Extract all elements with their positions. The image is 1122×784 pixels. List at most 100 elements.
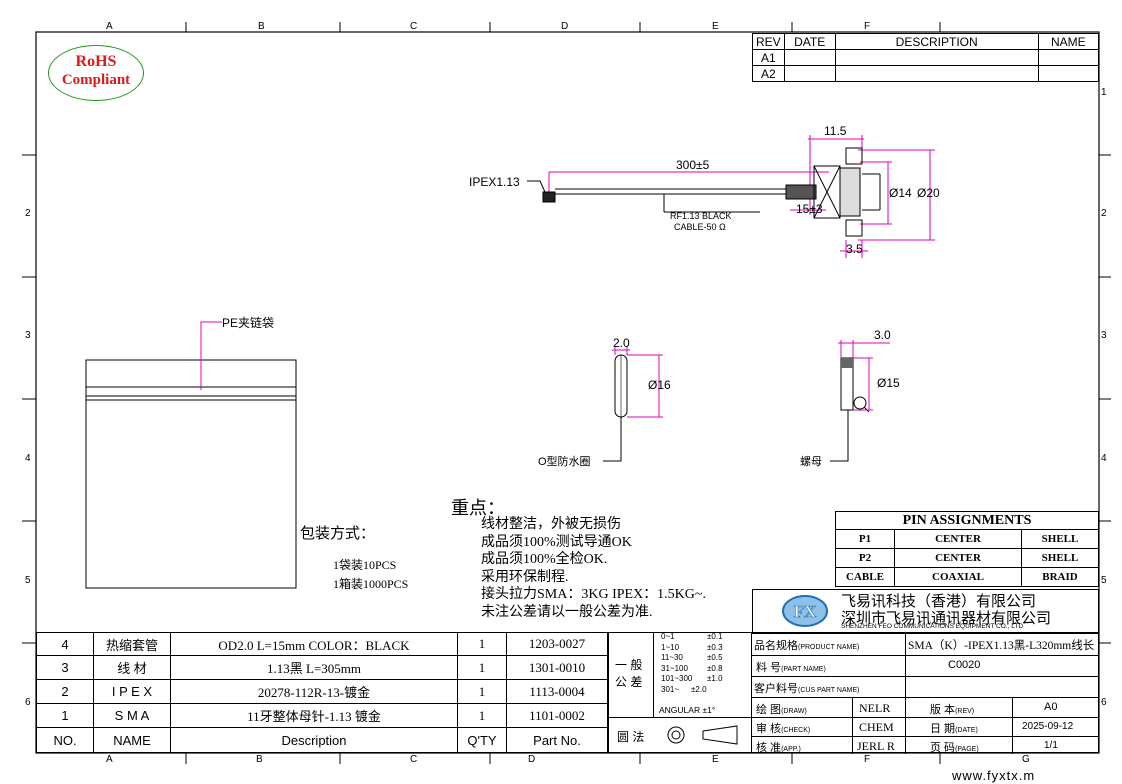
bom-cell-qty: 1: [457, 679, 507, 704]
bom-header-partno: Part No.: [506, 727, 608, 753]
packaging-line2: 1箱装1000PCS: [333, 577, 409, 591]
pin-cable-coaxial: COAXIAL: [894, 567, 1022, 587]
tol-value: ±1.0: [707, 674, 723, 683]
zone-top-e: E: [712, 21, 719, 32]
bom-header-qty: Q'TY: [457, 727, 507, 753]
bom-cell-partno: 1203-0027: [506, 632, 608, 656]
tol-range: 11~30: [661, 653, 683, 662]
bom-header-description: Description: [170, 727, 458, 753]
pin-p2-center: CENTER: [894, 548, 1022, 568]
projection-symbol-icon: [667, 725, 738, 745]
svg-text:FX: FX: [794, 602, 817, 621]
cable-label-1: RF1.13 BLACK: [670, 211, 732, 221]
zone-bottom-b: B: [256, 754, 263, 765]
rev-header-name: NAME: [1037, 33, 1100, 50]
rev-row-a2: A2: [752, 65, 785, 82]
zone-right-1: 1: [1101, 87, 1107, 98]
tolerance-label: 一 般 公 差: [615, 658, 643, 689]
tol-value: ±0.3: [707, 642, 723, 652]
tolerance-rows: 0~1±0.1 1~10±0.3 11~30±0.5 31~100±0.8 10…: [661, 632, 723, 695]
note-line: 接头拉力SMA：3KG IPEX：1.5KG~.: [481, 587, 706, 602]
bom-cell-qty: 1: [457, 632, 507, 656]
tolerance-block: 一 般 公 差 0~1±0.1 1~10±0.3 11~30±0.5 31~10…: [608, 632, 753, 753]
approve-label: 核 准(APP.): [756, 742, 801, 754]
pe-bag-label: PE夹链袋: [222, 316, 275, 330]
tol-range: 101~300: [661, 674, 693, 683]
company-logo: FX: [782, 595, 828, 627]
pin-p2-shell: SHELL: [1021, 548, 1099, 568]
footer-url[interactable]: www.fyxtx.m: [952, 768, 1036, 783]
check-label: 审 核(CHECK): [756, 723, 811, 735]
pin-p1-center: CENTER: [894, 529, 1022, 549]
projection-label: 圆 法: [617, 730, 645, 744]
date-label: 日 期(DATE): [930, 723, 978, 735]
tol-value: ±0.5: [707, 653, 723, 662]
pin-p2: P2: [835, 548, 895, 568]
rev-header-rev: REV: [752, 33, 785, 50]
rev-value: A0: [1044, 701, 1058, 713]
product-label: 品名规格(PRODUCT NAME): [754, 640, 860, 652]
draw-label: 绘 图(DRAW): [756, 704, 807, 716]
zone-left-3: 3: [25, 330, 31, 341]
tol-range: 301~: [661, 684, 680, 694]
bom-cell-description: 20278-112R-13-镀金: [170, 679, 458, 704]
bom-cell-description: 1.13黑 L=305mm: [170, 655, 458, 680]
bom-table: 4 热缩套管 OD2.0 L=15mm COLOR：BLACK 1 1203-0…: [36, 632, 608, 753]
bom-cell-name: I P E X: [93, 679, 171, 704]
zone-bottom-f: F: [864, 754, 871, 765]
bom-cell-no: 1: [36, 703, 94, 728]
company-name-sz: 深圳市飞易讯通讯器材有限公司: [841, 610, 1052, 627]
note-line: 成品须100%测试导通OK: [481, 534, 632, 550]
page-label: 页 码(PAGE): [930, 742, 979, 754]
rohs-line2: Compliant: [61, 72, 131, 88]
zone-bottom-a: A: [106, 754, 113, 765]
bom-cell-partno: 1113-0004: [506, 679, 608, 704]
zone-left-4: 4: [25, 453, 31, 464]
pin-cable-braid: BRAID: [1021, 567, 1099, 587]
cus-part-label: 客户料号(CUS PART NAME): [754, 683, 860, 695]
rev-a2-name: [1037, 65, 1100, 82]
pin-assignments-table: PIN ASSIGNMENTS P1 CENTER SHELL P2 CENTE…: [835, 511, 1099, 587]
zone-top-c: C: [410, 21, 418, 32]
company-name-en: SHENZHEN FEO COMMUNICATIONS EQUIPMENT CO…: [841, 623, 1024, 630]
bom-cell-name: 线 材: [93, 655, 171, 680]
zone-bottom-g: G: [1022, 754, 1030, 765]
cable-label-2: CABLE-50 Ω: [674, 222, 726, 232]
tol-range: 1~10: [661, 642, 680, 652]
note-line: 成品须100%全检OK.: [481, 552, 608, 567]
oring-dim-2: 2.0: [613, 336, 630, 350]
date-value: 2025-09-12: [1022, 721, 1074, 732]
zone-bottom-e: E: [712, 754, 719, 765]
tol-range: 31~100: [661, 663, 688, 673]
product-value: SMA（K）-IPEX1.13黑-L320mm线长: [908, 640, 1095, 652]
dim-11-5: 11.5: [824, 124, 847, 138]
revision-table: REV DATE DESCRIPTION NAME A1 A2: [752, 33, 1100, 82]
zone-top-a: A: [106, 21, 113, 32]
bom-cell-description: 11牙整体母针-1.13 镀金: [170, 703, 458, 728]
bom-cell-name: 热缩套管: [93, 632, 171, 656]
ipex-label: IPEX1.13: [469, 175, 520, 189]
pin-p1-shell: SHELL: [1021, 529, 1099, 549]
bom-cell-no: 3: [36, 655, 94, 680]
rev-header-date: DATE: [783, 33, 836, 50]
tol-value: ±2.0: [691, 684, 707, 694]
tol-value: ±0.8: [707, 663, 723, 673]
zone-right-3: 3: [1101, 330, 1107, 341]
tol-value: ±0.1: [707, 632, 723, 641]
bom-cell-partno: 1101-0002: [506, 703, 608, 728]
bom-cell-no: 4: [36, 632, 94, 656]
pin-assignments-title: PIN ASSIGNMENTS: [835, 511, 1099, 530]
note-line: 线材整洁，外被无损伤: [481, 517, 621, 532]
bom-header-name: NAME: [93, 727, 171, 753]
oring-label: O型防水圈: [538, 456, 591, 468]
zone-right-6: 6: [1101, 697, 1107, 708]
nut-dim-3: 3.0: [874, 328, 891, 342]
zone-bottom-d: D: [528, 754, 536, 765]
dim-length: 300±5: [676, 158, 710, 172]
draw-value: NELR: [859, 701, 891, 715]
approve-value: JERL R: [857, 739, 895, 753]
